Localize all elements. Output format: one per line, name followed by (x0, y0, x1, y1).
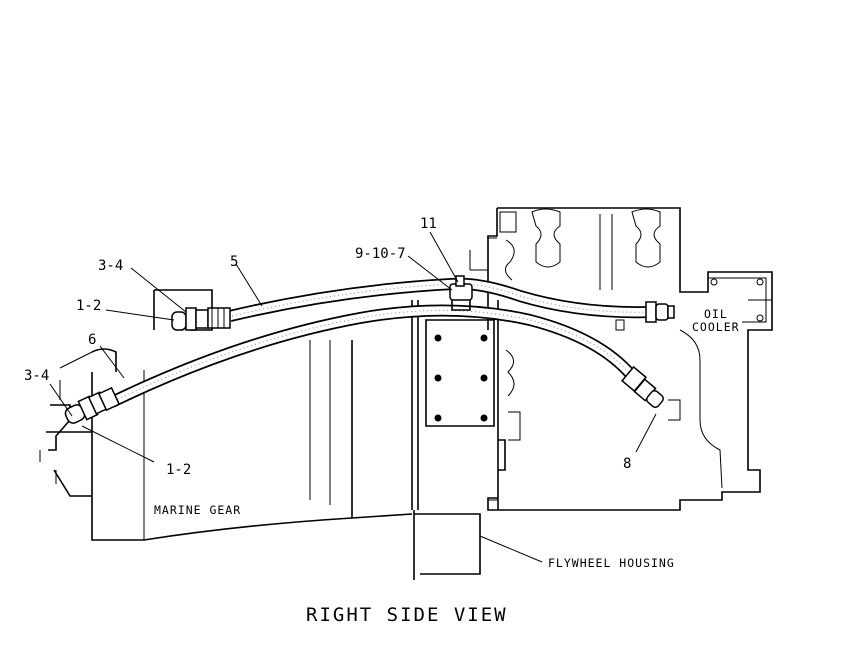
callout-9-10-7: 9-10-7 (355, 246, 406, 262)
callout-11: 11 (420, 216, 437, 232)
fitting-right-lower (621, 365, 664, 408)
leader-lines (49, 231, 657, 563)
callout-6: 6 (88, 332, 96, 348)
marine-gear-label: MARINE GEAR (154, 503, 241, 517)
callout-1-2-bottom: 1-2 (166, 462, 191, 478)
flywheel-housing-label: FLYWHEEL HOUSING (548, 556, 675, 570)
callout-3-4-top: 3-4 (98, 258, 123, 274)
callout-1-2-top: 1-2 (76, 298, 101, 314)
flywheel-housing-outline (413, 499, 498, 580)
callout-5: 5 (230, 254, 238, 270)
marine-gear-outline (39, 289, 413, 541)
callout-3-4-left: 3-4 (24, 368, 49, 384)
callout-8: 8 (623, 456, 631, 472)
hose-6 (109, 304, 637, 408)
oil-cooler-label-line1: OIL (704, 307, 728, 321)
fitting-top-left (171, 307, 231, 331)
oil-cooler-label-line2: COOLER (692, 320, 740, 334)
engine-block-outline (411, 207, 773, 511)
fitting-left (64, 386, 121, 424)
view-title: RIGHT SIDE VIEW (306, 604, 508, 626)
fitting-right-upper (645, 301, 675, 323)
clamp-assembly (449, 275, 473, 311)
